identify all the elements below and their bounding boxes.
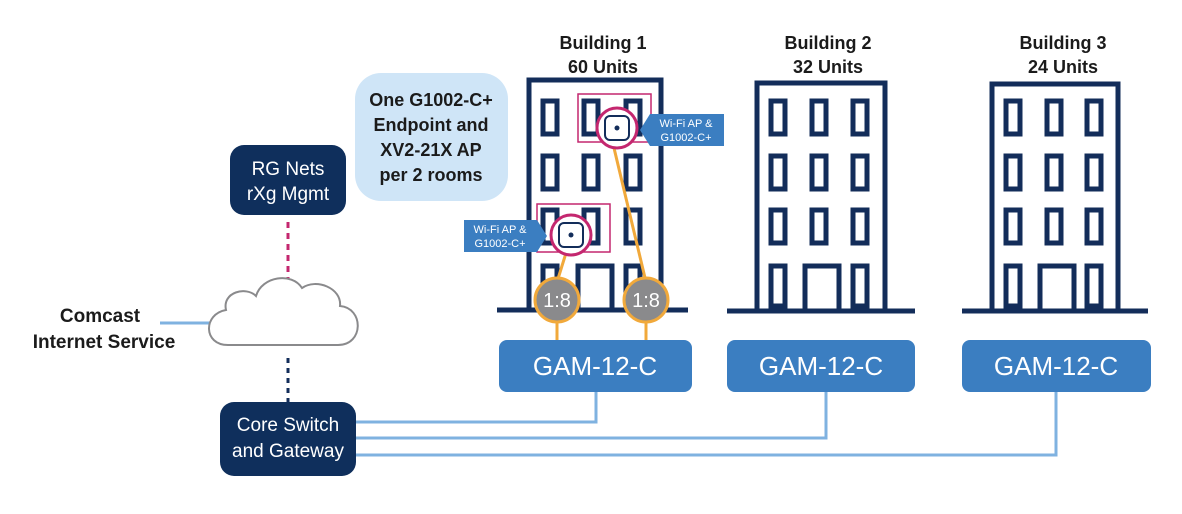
- callout-line-3: XV2-21X AP: [380, 140, 481, 160]
- gam-unit-2: GAM-12-C: [727, 340, 915, 392]
- access-point-icon: [595, 106, 639, 150]
- splitter-1-label: 1:8: [543, 290, 571, 312]
- building-3: Building 3 24 Units: [962, 33, 1148, 314]
- building-1: Building 1 60 Units: [497, 33, 688, 313]
- rg-nets-box: RG Nets rXg Mgmt: [230, 145, 346, 215]
- ap-tag-1-line1: Wi-Fi AP &: [660, 118, 714, 130]
- callout-line-4: per 2 rooms: [379, 165, 482, 185]
- building-2: Building 2 32 Units: [727, 33, 915, 314]
- rg-nets-line1: RG Nets: [252, 159, 325, 180]
- building-1-name: Building 1: [560, 33, 647, 53]
- core-switch-line2: and Gateway: [232, 441, 344, 462]
- splitter-1: 1:8: [533, 276, 581, 324]
- building-icon: [727, 80, 915, 314]
- gam-unit-1-label: GAM-12-C: [533, 351, 657, 381]
- gam-unit-2-label: GAM-12-C: [759, 351, 883, 381]
- gam2-link: [352, 392, 828, 440]
- building-2-units: 32 Units: [793, 57, 863, 77]
- gam3-link: [352, 392, 1058, 457]
- callout-line-1: One G1002-C+: [369, 90, 493, 110]
- core-switch-box: Core Switch and Gateway: [220, 402, 356, 476]
- ap-tag-2-line1: Wi-Fi AP &: [474, 224, 528, 236]
- building-icon: [962, 81, 1148, 314]
- access-point-icon: [549, 213, 593, 257]
- callout-line-2: Endpoint and: [374, 115, 489, 135]
- core-switch-line1: Core Switch: [237, 415, 339, 436]
- ap-tag-1-line2: G1002-C+: [660, 132, 711, 144]
- ap-tag-1: Wi-Fi AP & G1002-C+: [640, 114, 724, 146]
- gam-unit-3: GAM-12-C: [962, 340, 1151, 392]
- ap-tag-2-line2: G1002-C+: [474, 238, 525, 250]
- gam-unit-1: GAM-12-C: [499, 340, 692, 392]
- building-3-units: 24 Units: [1028, 57, 1098, 77]
- rg-nets-line2: rXg Mgmt: [247, 184, 330, 205]
- building-3-name: Building 3: [1020, 33, 1107, 53]
- fiber-line: [612, 147, 648, 283]
- gam1-link: [352, 392, 598, 424]
- splitter-2: 1:8: [622, 276, 670, 324]
- splitter-2-label: 1:8: [632, 290, 660, 312]
- comcast-line2: Internet Service: [33, 332, 176, 353]
- building-2-name: Building 2: [785, 33, 872, 53]
- deployment-callout: One G1002-C+ Endpoint and XV2-21X AP per…: [355, 73, 508, 201]
- building-1-units: 60 Units: [568, 57, 638, 77]
- comcast-line1: Comcast: [60, 306, 141, 327]
- gam-unit-3-label: GAM-12-C: [994, 351, 1118, 381]
- cloud-icon: [208, 277, 359, 346]
- ap-tag-2: Wi-Fi AP & G1002-C+: [464, 220, 547, 252]
